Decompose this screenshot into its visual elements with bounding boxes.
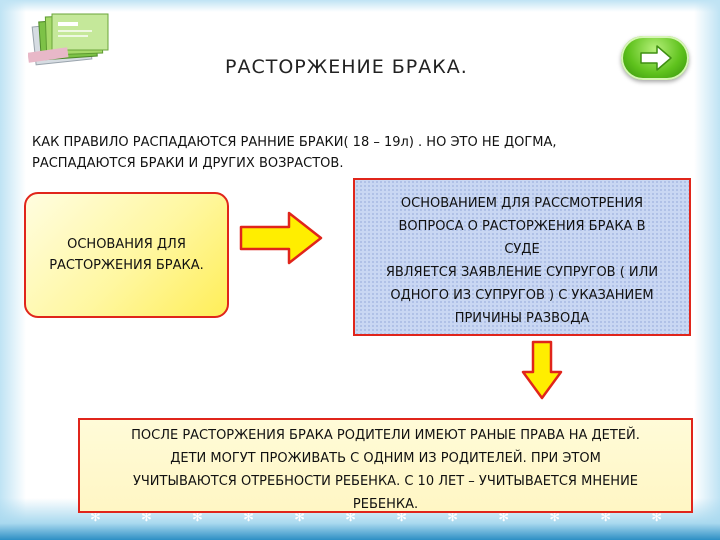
snowflake-decoration: ✻ ✻ ✻ ✻ ✻ ✻ ✻ ✻ ✻ ✻ ✻ ✻ ✻ ✻ ✻ ✻ ✻ ✻ ✻ ✻	[90, 510, 680, 525]
court-basis-box: ОСНОВАНИЕМ ДЛЯ РАССМОТРЕНИЯ ВОПРОСА О РА…	[353, 178, 691, 336]
intro-line: РАСПАДАЮТСЯ БРАКИ И ДРУГИХ ВОЗРАСТОВ.	[32, 156, 344, 171]
arrow-down-icon	[521, 340, 563, 400]
grounds-box-line: ОСНОВАНИЯ ДЛЯ	[67, 237, 186, 252]
intro-text: КАК ПРАВИЛО РАСПАДАЮТСЯ РАННИЕ БРАКИ( 18…	[32, 132, 682, 174]
after-divorce-line: ДЕТИ МОГУТ ПРОЖИВАТЬ С ОДНИМ ИЗ РОДИТЕЛЕ…	[170, 451, 601, 466]
court-basis-line: СУДЕ	[504, 242, 540, 257]
court-basis-line: ВОПРОСА О РАСТОРЖЕНИЯ БРАКА В	[398, 219, 646, 234]
arrow-right-icon	[239, 211, 323, 265]
court-basis-line: ПРИЧИНЫ РАЗВОДА	[454, 311, 590, 326]
after-divorce-line: РЕБЕНКА.	[352, 497, 419, 512]
grounds-box-line: РАСТОРЖЕНИЯ БРАКА.	[49, 258, 204, 273]
next-slide-button[interactable]	[621, 36, 689, 80]
slide-title: РАСТОРЖЕНИЕ БРАКА.	[225, 56, 468, 78]
court-basis-line: ОДНОГО ИЗ СУПРУГОВ ) С УКАЗАНИЕМ	[390, 288, 654, 303]
court-basis-line: ЯВЛЯЕТСЯ ЗАЯВЛЕНИЕ СУПРУГОВ ( ИЛИ	[385, 265, 659, 280]
after-divorce-line: УЧИТЫВАЮТСЯ ОТРЕБНОСТИ РЕБЕНКА. С 10 ЛЕТ…	[132, 474, 639, 489]
grounds-box: ОСНОВАНИЯ ДЛЯ РАСТОРЖЕНИЯ БРАКА.	[24, 192, 229, 318]
folders-icon	[28, 13, 109, 66]
arrow-right-icon	[640, 45, 672, 71]
after-divorce-line: ПОСЛЕ РАСТОРЖЕНИЯ БРАКА РОДИТЕЛИ ИМЕЮТ Р…	[131, 428, 640, 443]
intro-line: КАК ПРАВИЛО РАСПАДАЮТСЯ РАННИЕ БРАКИ( 18…	[32, 135, 557, 150]
after-divorce-box: ПОСЛЕ РАСТОРЖЕНИЯ БРАКА РОДИТЕЛИ ИМЕЮТ Р…	[78, 418, 693, 513]
court-basis-line: ОСНОВАНИЕМ ДЛЯ РАССМОТРЕНИЯ	[400, 196, 644, 211]
